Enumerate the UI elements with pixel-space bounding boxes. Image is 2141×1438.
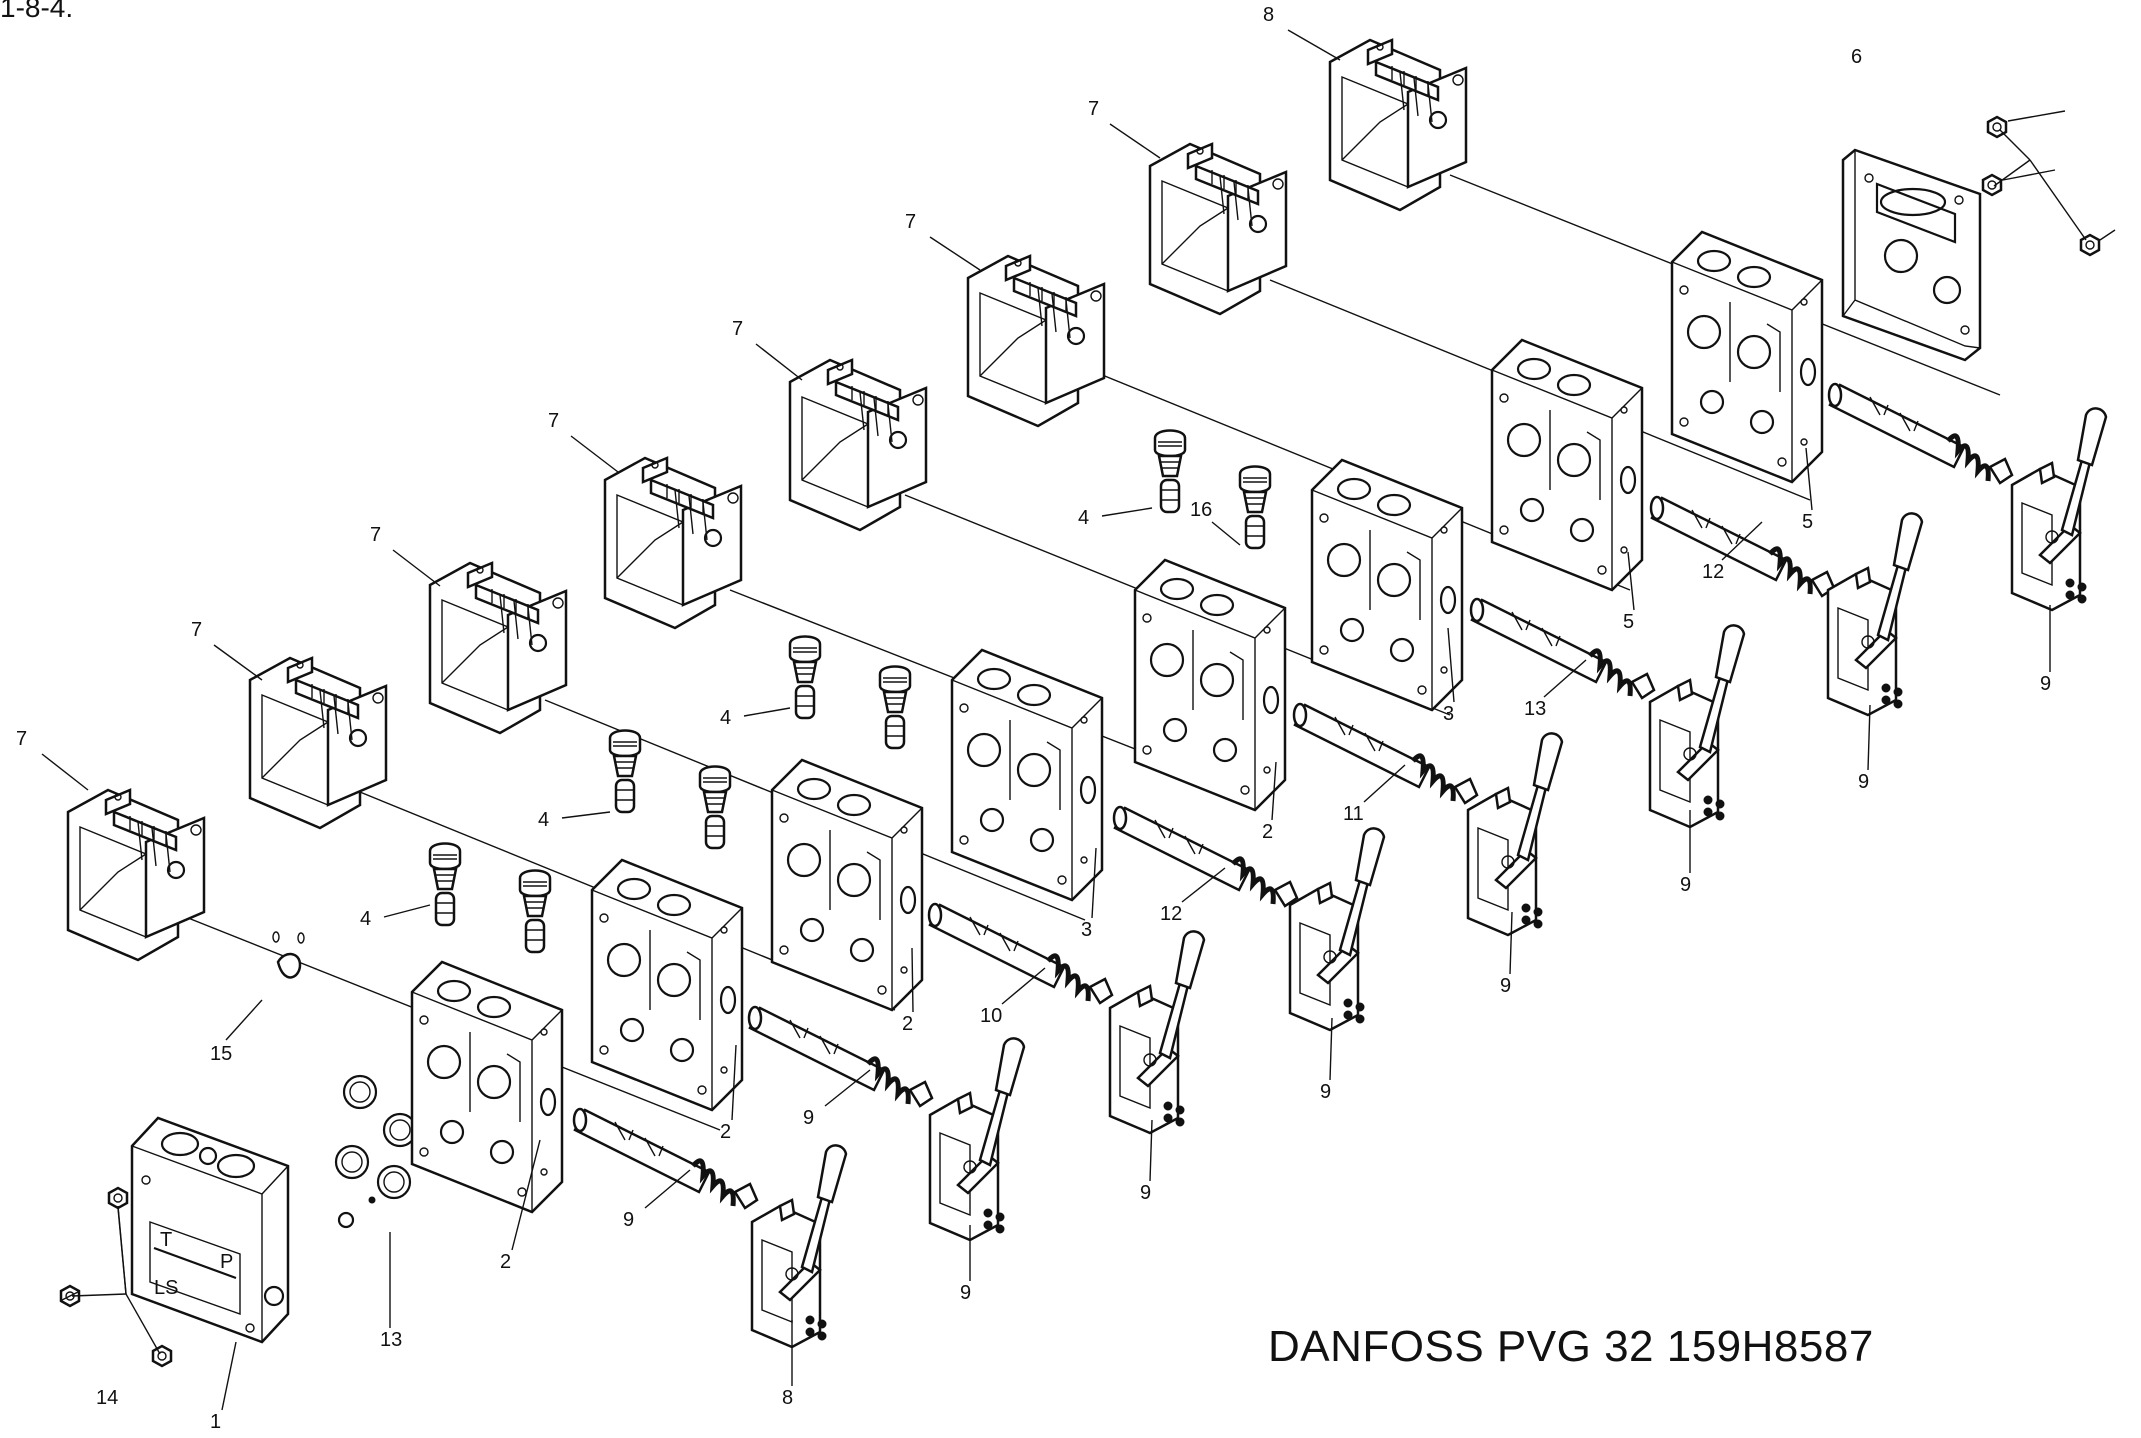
callout-leader-10 <box>1001 967 1046 1005</box>
callout-label-7: 7 <box>732 318 743 340</box>
callout-leader-3 <box>1091 847 1097 919</box>
callout-leader-12 <box>1721 521 1763 561</box>
callout-leader-13 <box>1543 659 1587 698</box>
callout-leader-2 <box>1271 761 1277 821</box>
nut-leader-line <box>1999 129 2031 161</box>
callout-leader-11 <box>1363 764 1406 803</box>
callout-leader-7 <box>1109 123 1161 159</box>
callout-leader-7 <box>929 236 981 271</box>
callout-label-2: 2 <box>1262 821 1273 843</box>
callout-label-10: 10 <box>980 1005 1002 1027</box>
callout-leader-2 <box>511 1139 541 1251</box>
callout-leader-3 <box>1447 627 1455 703</box>
callout-leader-12 <box>1181 867 1226 903</box>
callout-leader-7 <box>392 549 441 587</box>
callout-label-3: 3 <box>1081 919 1092 941</box>
callout-leader-9 <box>1329 1017 1333 1081</box>
callout-label-7: 7 <box>548 410 559 432</box>
callout-label-7: 7 <box>370 524 381 546</box>
callout-label-5: 5 <box>1802 511 1813 533</box>
callout-leader-4 <box>743 707 791 717</box>
nut-leader-line <box>117 1207 127 1295</box>
callout-label-15: 15 <box>210 1043 232 1065</box>
callout-leader-9 <box>1509 911 1513 975</box>
callout-label-4: 4 <box>720 707 731 729</box>
nut-leader-line <box>1993 159 2031 187</box>
callout-label-12: 12 <box>1160 903 1182 925</box>
nut-leader-line <box>71 1293 127 1297</box>
end-plate-inlet: T P LS <box>130 1116 290 1344</box>
end-plate-outlet <box>1841 148 1982 362</box>
callout-leader-9 <box>1867 704 1871 771</box>
svg-text:P: P <box>220 1251 233 1273</box>
svg-text:T: T <box>160 1229 172 1251</box>
callout-leader-7 <box>213 644 263 681</box>
callout-label-7: 7 <box>16 728 27 750</box>
callout-leader-7 <box>755 343 803 381</box>
plug-and-orings <box>272 931 305 979</box>
callout-leader-7 <box>570 435 619 473</box>
callout-label-9: 9 <box>1500 975 1511 997</box>
callout-label-4: 4 <box>360 908 371 930</box>
nut-leader-line <box>125 1293 161 1355</box>
callout-leader-16 <box>1211 521 1241 546</box>
callout-label-9: 9 <box>960 1282 971 1304</box>
callout-label-9: 9 <box>2040 673 2051 695</box>
callout-leader-4 <box>561 811 611 819</box>
callout-labels: 1222233444455677777778899999999910111212… <box>16 4 2051 1433</box>
callout-label-8: 8 <box>1263 4 1274 26</box>
callout-label-13: 13 <box>380 1329 402 1351</box>
callout-label-9: 9 <box>1858 771 1869 793</box>
callout-leader-4 <box>383 904 431 918</box>
callout-leader-7 <box>41 753 89 791</box>
callout-label-2: 2 <box>720 1121 731 1143</box>
callout-label-14: 14 <box>96 1387 118 1409</box>
callout-label-11: 11 <box>1343 803 1364 825</box>
callout-leader-5 <box>1805 447 1813 511</box>
callout-leader-5 <box>1627 551 1635 611</box>
callout-leader-2 <box>731 1044 737 1121</box>
callout-leader-9 <box>824 1069 871 1107</box>
callout-leader-8 <box>1287 29 1341 61</box>
callout-label-13: 13 <box>1524 698 1546 720</box>
callout-label-4: 4 <box>1078 507 1089 529</box>
callout-label-2: 2 <box>500 1251 511 1273</box>
callout-label-2: 2 <box>902 1013 913 1035</box>
callout-label-9: 9 <box>623 1209 634 1231</box>
callout-leader-9 <box>644 1169 691 1209</box>
callout-label-7: 7 <box>1088 98 1099 120</box>
callout-label-3: 3 <box>1443 703 1454 725</box>
seal-set <box>334 1074 418 1229</box>
callout-leader-4 <box>1101 507 1153 517</box>
callout-label-12: 12 <box>1702 561 1724 583</box>
callout-label-7: 7 <box>191 619 202 641</box>
callout-label-7: 7 <box>905 211 916 233</box>
callout-label-9: 9 <box>1680 874 1691 896</box>
callout-leader-15 <box>225 999 263 1041</box>
diagram-title: DANFOSS PVG 32 159H8587 <box>1268 1322 1874 1371</box>
callout-label-9: 9 <box>1140 1182 1151 1204</box>
callout-leader-1 <box>221 1341 237 1411</box>
callout-label-9: 9 <box>1320 1081 1331 1103</box>
page-reference: 1-8-4. <box>0 0 74 23</box>
callout-label-9: 9 <box>803 1107 814 1129</box>
callout-label-16: 16 <box>1190 499 1212 521</box>
callout-label-8: 8 <box>782 1387 793 1409</box>
callout-label-5: 5 <box>1623 611 1634 633</box>
callout-label-6: 6 <box>1851 46 1862 68</box>
callout-label-1: 1 <box>210 1411 221 1433</box>
callout-leader-9 <box>1149 1119 1153 1182</box>
callout-leader-2 <box>911 947 914 1013</box>
tie-rod-nuts <box>59 110 2116 1368</box>
callout-leaders <box>41 29 2087 1411</box>
svg-text:LS: LS <box>154 1277 178 1299</box>
nut-leader-line <box>2029 159 2087 241</box>
callout-label-4: 4 <box>538 809 549 831</box>
